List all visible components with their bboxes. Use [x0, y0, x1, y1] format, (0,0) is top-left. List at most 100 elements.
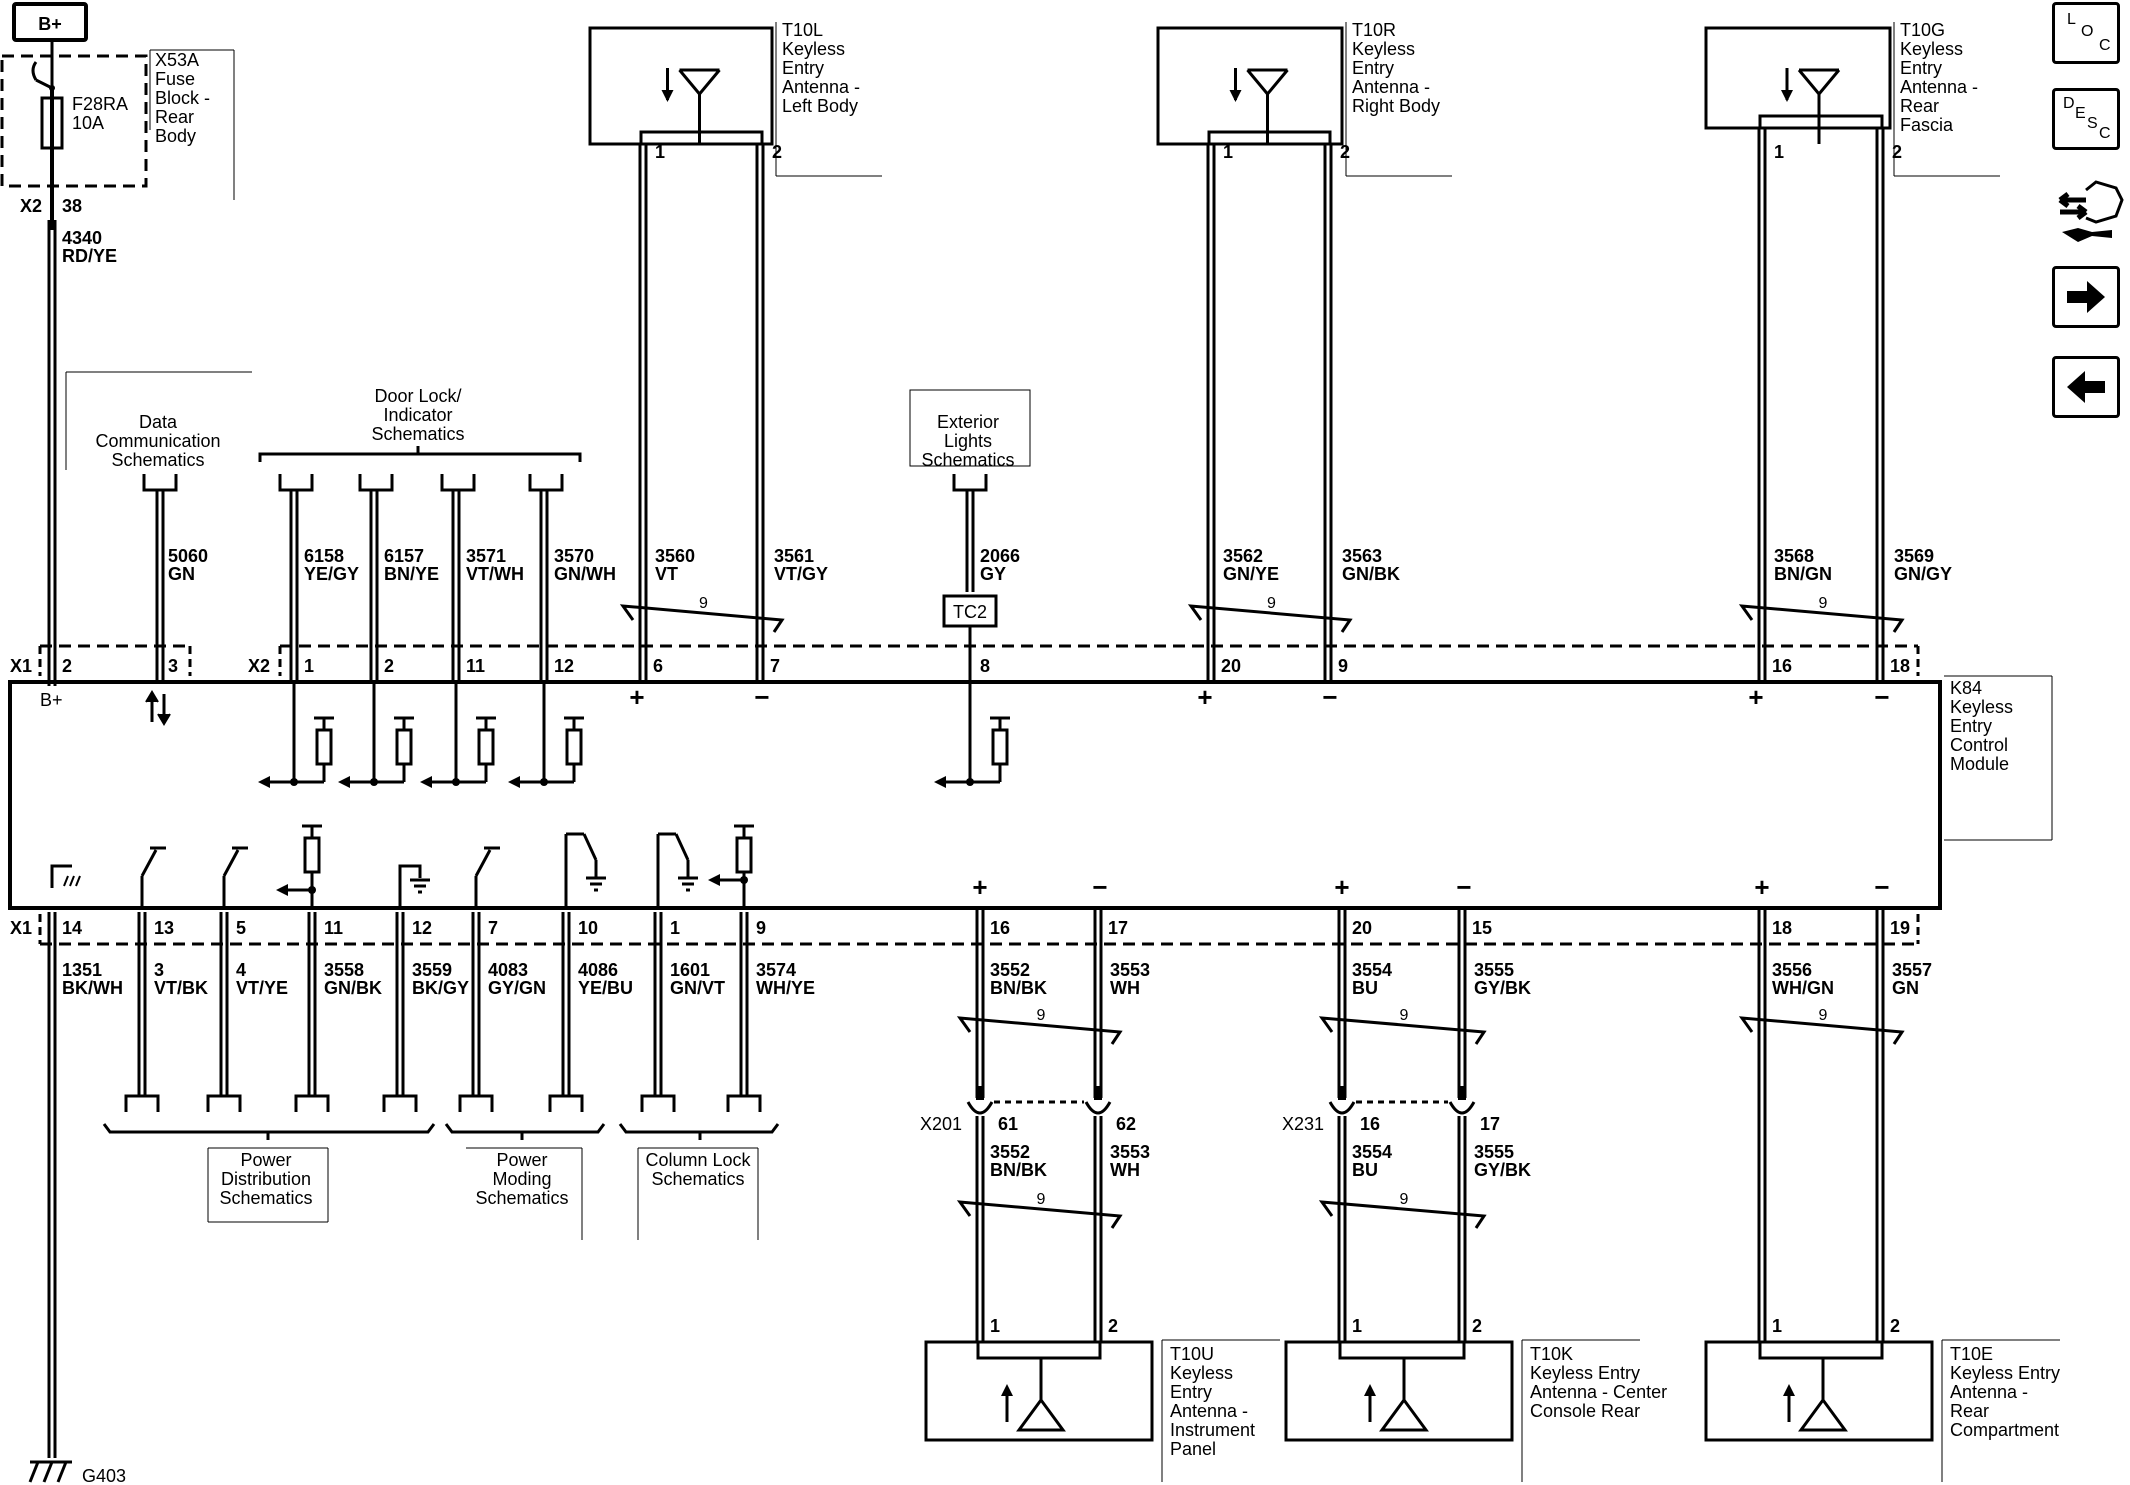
power-source: B+: [12, 2, 88, 62]
connector-tool-icon[interactable]: [2052, 172, 2126, 252]
antenna-box: [1704, 26, 1892, 130]
antenna-name: Left Body: [782, 96, 858, 116]
next-page-button[interactable]: [2052, 266, 2120, 328]
fuse-block-name-5: Body: [155, 126, 196, 146]
feed-wire-color: RD/YE: [62, 246, 117, 266]
desc-c: C: [2099, 125, 2111, 142]
ext-lights-wire-c: GY: [980, 564, 1006, 584]
door-wire-number: 3570: [554, 546, 594, 566]
wire2-color-lower: WH: [1110, 1160, 1140, 1180]
prev-page-button[interactable]: [2052, 356, 2120, 418]
antenna-name: Keyless Entry: [1530, 1363, 1640, 1383]
antenna-pin1: 1: [1352, 1316, 1362, 1336]
power-dist-label-2: Distribution: [221, 1169, 311, 1189]
antenna-icon: [1016, 1397, 1066, 1432]
desc-button[interactable]: D E S C: [2052, 88, 2120, 150]
fuse-block-name-2: Fuse: [155, 69, 195, 89]
antenna-name: Panel: [1170, 1439, 1216, 1459]
connector-terminal: [124, 1094, 160, 1112]
ground-wire-c: BK/WH: [62, 978, 123, 998]
antenna-pin2: 2: [1340, 142, 1350, 162]
twist-label: 9: [1819, 595, 1828, 612]
fuse-block: F28RA 10A X53A Fuse Block - Rear Body X2…: [0, 49, 235, 266]
antenna-name: Entry: [1352, 58, 1394, 78]
twisted-pair-marker: [1738, 604, 1905, 633]
wire2-color: WH: [1110, 978, 1140, 998]
antenna-pin2: 2: [1472, 1316, 1482, 1336]
wire1-number: 3554: [1352, 960, 1392, 980]
column-lock-label-2: Schematics: [651, 1169, 744, 1189]
connector-terminal: [458, 1094, 494, 1112]
fuse-conn: X2: [20, 196, 42, 216]
door-lock-label-3: Schematics: [371, 424, 464, 444]
wire1-color: BN/BK: [990, 978, 1047, 998]
antenna-pin2: 2: [772, 142, 782, 162]
ground-label: G403: [82, 1466, 126, 1485]
loc-l: L: [2067, 11, 2076, 28]
twisted-pair-marker: [619, 604, 785, 633]
door-lock-branch: Door Lock/ Indicator Schematics: [258, 386, 582, 462]
antenna-name: Antenna -: [1352, 77, 1430, 97]
antenna-pin1: 1: [990, 1316, 1000, 1336]
wire1-color-lower: BN/BK: [990, 1160, 1047, 1180]
door-wire-pin: 11: [466, 656, 485, 676]
door-wire-color: GN/WH: [554, 564, 616, 584]
resistor-icon: [735, 836, 753, 874]
ext-lights-label-2: Lights: [944, 431, 992, 451]
door-wire-color: YE/GY: [304, 564, 359, 584]
switch-icon: [140, 849, 158, 877]
inline-connector: [1328, 1101, 1356, 1115]
antenna-icon: [1798, 1397, 1848, 1432]
ground-branch: G403 14 1351 BK/WH: [28, 864, 126, 1485]
module-pin-plus: 20: [1221, 656, 1241, 676]
antenna-box: [1284, 1340, 1514, 1442]
connector-terminal: [726, 1094, 762, 1112]
antenna-box: [588, 26, 774, 146]
signal-wire-color: WH/YE: [756, 978, 815, 998]
minus-sign: −: [1874, 682, 1889, 712]
arrow-right-icon: [2067, 281, 2105, 313]
plus-sign: +: [1334, 872, 1349, 902]
conn-top-x1: X1: [10, 656, 32, 676]
signal-wire-number: 3558: [324, 960, 364, 980]
module-name-2: Keyless: [1950, 697, 2013, 717]
column-lock-label: Column Lock: [645, 1150, 751, 1170]
twist-label: 9: [1400, 1007, 1409, 1024]
door-wire-number: 3571: [466, 546, 506, 566]
data-comm-wire-c: GN: [168, 564, 195, 584]
wire1-color-lower: BU: [1352, 1160, 1378, 1180]
signal-wire-number: 4: [236, 960, 246, 980]
inline-pin2: 62: [1116, 1114, 1136, 1134]
wire1-number: 3560: [655, 546, 695, 566]
module-name: K84: [1950, 678, 1982, 698]
module-pin-minus: 18: [1890, 656, 1910, 676]
data-comm-label-3: Schematics: [111, 450, 204, 470]
signal-wire-color: YE/BU: [578, 978, 633, 998]
desc-d: D: [2063, 95, 2075, 112]
antenna-pin1: 1: [1774, 142, 1784, 162]
antenna-name: Fascia: [1900, 115, 1954, 135]
loc-button[interactable]: L O C: [2052, 2, 2120, 64]
twisted-pair-marker: [1318, 1016, 1487, 1045]
module-pin-plus: 16: [990, 918, 1010, 938]
antenna-name: Console Rear: [1530, 1401, 1640, 1421]
antenna-name: T10U: [1170, 1344, 1214, 1364]
desc-s: S: [2087, 115, 2098, 132]
tc2-label: TC2: [953, 602, 987, 622]
antenna-name: Antenna -: [782, 77, 860, 97]
minus-sign: −: [1456, 872, 1471, 902]
fuse-block-name-4: Rear: [155, 107, 194, 127]
door-wire-number: 6158: [304, 546, 344, 566]
door-lock-wires: 6158YE/GY16157BN/YE23571VT/WH113570GN/WH…: [258, 474, 616, 788]
resistor-icon: [565, 728, 583, 766]
module-name-5: Module: [1950, 754, 2009, 774]
